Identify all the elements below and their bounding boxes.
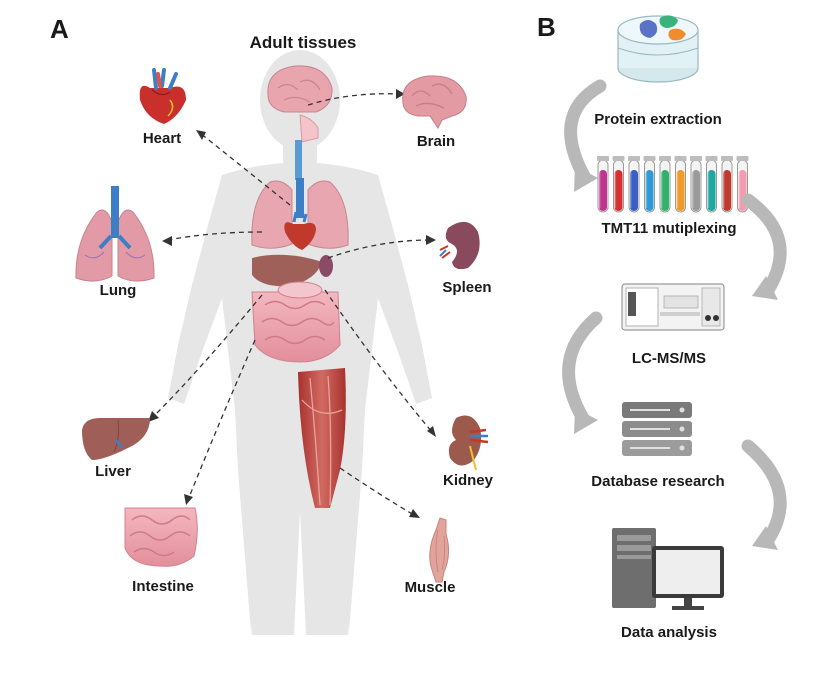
computer-icon [612, 528, 724, 610]
liver-illustration [82, 418, 150, 460]
lung-label: Lung [100, 282, 137, 299]
kidney-illustration [448, 415, 489, 471]
body-intestine [251, 281, 341, 363]
test-tube [690, 156, 702, 213]
body-airway [295, 114, 319, 180]
test-tube [628, 156, 640, 213]
intestine-label: Intestine [132, 578, 194, 595]
step-data-analysis-label: Data analysis [621, 624, 717, 641]
body-heart [284, 211, 316, 250]
test-tube [705, 156, 718, 213]
heart-label: Heart [143, 130, 181, 147]
muscle-illustration [429, 517, 450, 583]
test-tube [612, 156, 625, 213]
database-icon [622, 402, 692, 456]
spleen-illustration [439, 221, 480, 270]
test-tube [643, 156, 656, 213]
spleen-label: Spleen [442, 279, 491, 296]
tissue-connectors [151, 93, 433, 516]
heart-illustration [139, 68, 186, 124]
step-lcmsms-label: LC-MS/MS [632, 350, 706, 367]
step-protein-extraction-label: Protein extraction [594, 111, 722, 128]
body-spleen [319, 255, 333, 277]
brain-illustration [402, 75, 467, 129]
body-lungs [251, 178, 349, 249]
petri-dish-icon [617, 15, 699, 83]
test-tube [659, 156, 671, 213]
body-thigh-muscle [298, 368, 346, 508]
liver-label: Liver [95, 463, 131, 480]
test-tube [674, 156, 687, 213]
brain-label: Brain [417, 133, 455, 150]
mass-spectrometer-icon [621, 283, 725, 331]
body-brain [267, 65, 333, 113]
lung-illustration [75, 186, 155, 282]
process-arrows [562, 79, 787, 550]
connector-arrowheads [148, 89, 436, 518]
body-liver [252, 254, 322, 287]
test-tube [721, 156, 733, 213]
panel-a-letter: A [50, 14, 69, 44]
panel-a-title: Adult tissues [250, 33, 357, 52]
test-tubes-icon [597, 156, 749, 213]
step-tmt11-label: TMT11 mutiplexing [601, 220, 736, 237]
test-tube [597, 156, 609, 213]
intestine-illustration [124, 507, 198, 567]
panel-b-letter: B [537, 12, 556, 42]
kidney-label: Kidney [443, 472, 494, 489]
step-database-label: Database research [591, 473, 724, 490]
muscle-label: Muscle [405, 579, 456, 596]
